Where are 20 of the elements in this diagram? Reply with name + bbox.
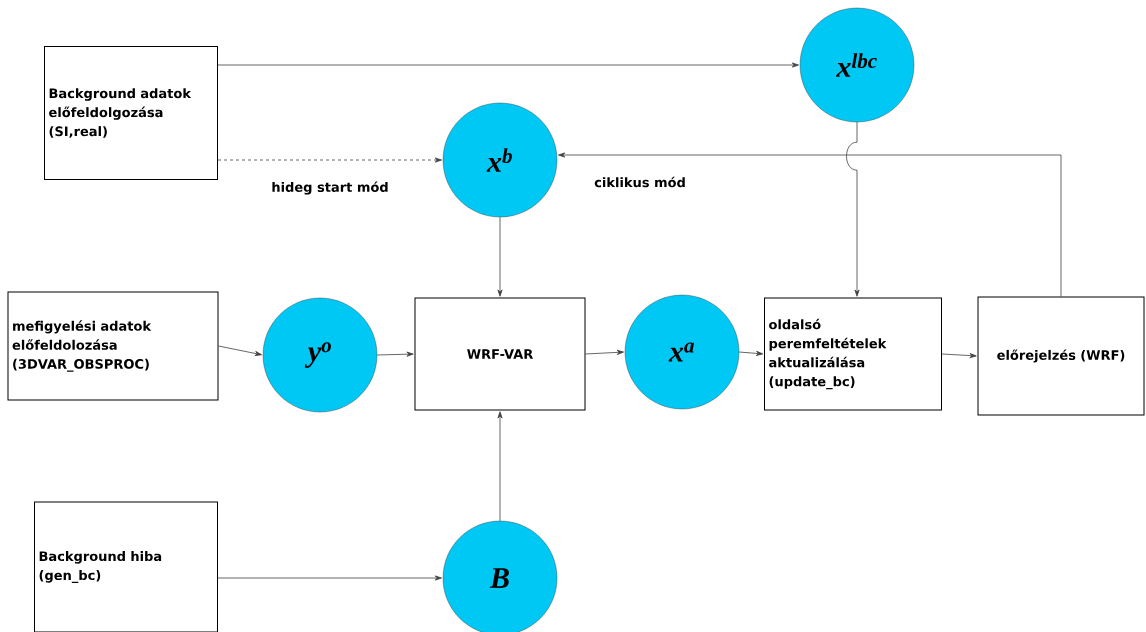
arrow xyxy=(738,350,764,356)
edge-label: hideg start mód xyxy=(269,179,391,197)
arrow xyxy=(558,152,1062,297)
arrow xyxy=(585,349,624,355)
edge-label: ciklikus mód xyxy=(592,174,688,190)
process-box: előrejelzés (WRF) xyxy=(977,296,1145,416)
arrow xyxy=(497,411,503,522)
arrow xyxy=(497,216,503,297)
process-box: WRF-VAR xyxy=(414,297,586,411)
arrow xyxy=(217,157,442,163)
arrow xyxy=(846,121,860,297)
process-box: mefigyelési adatok előfeldolozása (3DVAR_OBSPROC) xyxy=(7,291,219,401)
arrow xyxy=(217,575,442,581)
process-box: Background adatok előfeldolgozása (SI,real) xyxy=(44,46,218,180)
arrow xyxy=(218,345,262,356)
arrow xyxy=(376,351,414,357)
process-box: Background hiba (gen_bc) xyxy=(34,501,218,632)
arrow xyxy=(941,353,977,359)
arrow xyxy=(217,62,799,68)
process-box: oldalsó peremfeltételek aktualizálása (update_bc) xyxy=(764,297,942,411)
